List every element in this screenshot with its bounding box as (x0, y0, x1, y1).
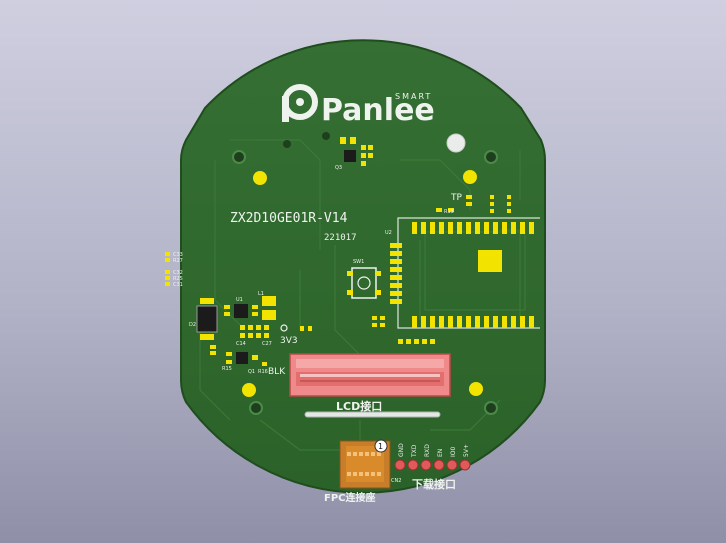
lcd-slot-cutout (304, 411, 441, 418)
pin-gnd-label: GND (398, 443, 405, 457)
lcd-connector (289, 353, 451, 397)
c31-label: C31 (173, 282, 183, 288)
tp-label: TP (450, 193, 462, 203)
download-interface-label: 下载接口 (412, 477, 456, 491)
module-top-pads (412, 222, 534, 234)
l1-inductor (262, 296, 276, 320)
cn2-label: CN2 (391, 478, 401, 484)
c27-label: C27 (262, 341, 272, 347)
q3-label: Q3 (335, 165, 342, 171)
misc-small-pads (300, 316, 435, 344)
c32-label: C32 (173, 270, 183, 276)
pin1-marker-circle (374, 439, 388, 453)
q1-label: Q1 (248, 369, 255, 375)
blk-label: BLK (268, 367, 286, 377)
pcb-board (180, 39, 546, 494)
r16-label: R16 (258, 369, 268, 375)
panlee-logo (282, 84, 318, 122)
u1-regulator (224, 304, 258, 318)
d2-label: D2 (189, 322, 196, 328)
q3-component (340, 137, 373, 166)
v33-label: 3V3 (280, 336, 298, 346)
fpc-connector-label: FPC连接座 (324, 491, 376, 504)
brand-name-text: Panlee (321, 93, 435, 128)
v33-testpoint-ring (280, 324, 288, 332)
d2-diode (196, 298, 218, 340)
pin-txd-label: TXD (411, 444, 418, 458)
brand-small-text: SMART (395, 92, 432, 101)
pin-io0-label: IO0 (450, 447, 457, 457)
l1-label: L1 (258, 291, 264, 297)
pin-5v-label: 5V+ (463, 444, 470, 457)
q1-transistor (226, 352, 267, 366)
pin-en-label: EN (437, 449, 444, 457)
sw1-label: SW1 (353, 259, 364, 265)
tp-pads (436, 195, 511, 213)
mounting-holes (232, 132, 498, 415)
pin1-marker-text: 1 (378, 442, 383, 451)
model-number-text: ZX2D10GE01R-V14 (230, 211, 348, 226)
u2-label: U2 (385, 230, 392, 236)
module-bottom-pads (412, 316, 534, 328)
r15-label: R15 (222, 366, 232, 372)
module-left-pads (390, 243, 402, 304)
pin-rxd-label: RXD (424, 444, 431, 457)
test-pads (242, 170, 483, 397)
c33-label: C33 (173, 252, 183, 258)
download-header (394, 459, 471, 471)
module-ground-pad (478, 250, 502, 272)
left-edge-pads (165, 252, 170, 286)
u1-label: U1 (236, 297, 243, 303)
r25-label: R25 (173, 276, 183, 282)
r13-label: R13 (444, 209, 454, 215)
c14-label: C14 (236, 341, 246, 347)
lcd-interface-label: LCD接口 (336, 399, 382, 413)
reset-switch (347, 267, 381, 299)
copper-traces (199, 139, 521, 451)
r27-label: R27 (173, 258, 183, 264)
power-passives (210, 325, 269, 355)
revision-date-text: 221017 (324, 233, 357, 243)
